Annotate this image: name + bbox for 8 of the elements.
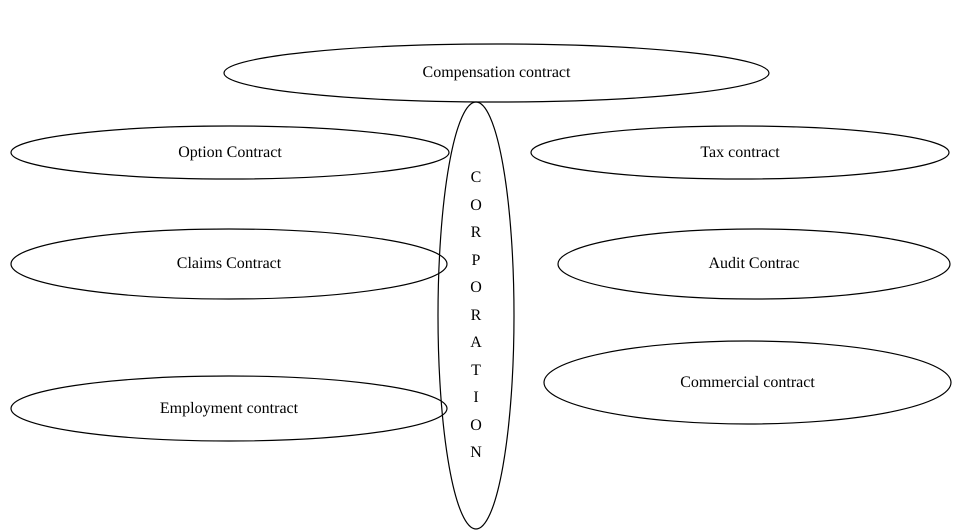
node-label: Compensation contract	[422, 64, 570, 82]
vertical-label: CORPORATION	[470, 168, 482, 464]
node-label: Claims Contract	[176, 255, 282, 273]
node-label: Employment contract	[160, 400, 298, 418]
node-label: Commercial contract	[680, 374, 815, 392]
node-label: Audit Contrac	[708, 255, 800, 273]
node-label: Tax contract	[700, 144, 780, 162]
node-label: Option Contract	[178, 144, 282, 162]
